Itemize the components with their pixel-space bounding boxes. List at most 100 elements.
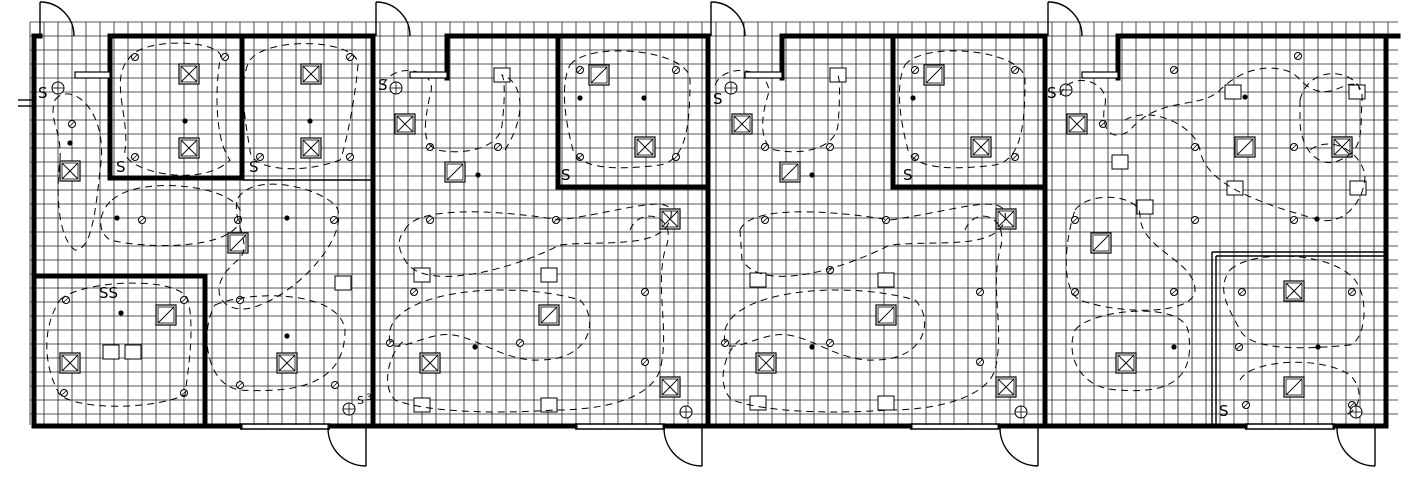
door-swing-icon xyxy=(1047,1,1083,37)
circuit-path xyxy=(398,203,672,277)
troffer-light-x-icon xyxy=(634,136,656,158)
downlight-dot-icon xyxy=(577,95,583,101)
wall-sconce-circle-icon xyxy=(60,389,68,397)
exit-light-icon xyxy=(877,395,895,411)
switch-label: S xyxy=(903,166,913,184)
wall-sconce-circle-icon xyxy=(976,358,984,366)
circuit-path xyxy=(1065,196,1196,311)
downlight-dot-icon xyxy=(910,95,916,101)
downlight-dot-icon xyxy=(1242,94,1248,100)
circuit-path xyxy=(52,93,103,251)
emergency-light-icon xyxy=(1014,405,1028,419)
switch-label: S xyxy=(378,76,388,94)
downlight-dot-icon xyxy=(114,215,120,221)
wall-sconce-circle-icon xyxy=(1348,288,1356,296)
circuit-path xyxy=(722,215,1003,413)
circuit-path xyxy=(563,50,691,169)
door-swing-icon xyxy=(999,427,1039,467)
wall-sconce-circle-icon xyxy=(346,53,354,61)
wall-sconce-circle-icon xyxy=(882,216,890,224)
door-threshold xyxy=(409,71,448,79)
exit-light-icon xyxy=(877,272,895,288)
troffer-light-x-icon xyxy=(1066,113,1088,135)
exit-light-icon xyxy=(749,272,767,288)
door-swing-icon xyxy=(1336,427,1376,467)
wall-sconce-circle-icon xyxy=(1071,216,1079,224)
switch-label: S xyxy=(713,90,723,108)
circuit-path xyxy=(898,50,1026,169)
wall-sconce-circle-icon xyxy=(641,288,649,296)
wall-sconce-circle-icon xyxy=(138,216,146,224)
door-swing-icon xyxy=(710,1,746,37)
ceiling-grid xyxy=(29,21,1398,425)
wall-sconce-circle-icon xyxy=(1170,66,1178,74)
exit-light-icon xyxy=(334,275,352,291)
emergency-light-icon xyxy=(724,81,738,95)
wall-sconce-circle-icon xyxy=(221,53,229,61)
downlight-dot-icon xyxy=(182,118,188,124)
exit-light-icon xyxy=(413,267,431,283)
wall-sconce-circle-icon xyxy=(1170,288,1178,296)
troffer-light-x-icon xyxy=(300,63,322,85)
troffer-light-x-icon xyxy=(659,208,681,230)
wall-sconce-circle-icon xyxy=(426,216,434,224)
door-swing-icon xyxy=(375,1,411,37)
troffer-light-diagonal-icon xyxy=(538,304,560,326)
exit-light-icon xyxy=(102,344,120,360)
circuit-path xyxy=(714,70,840,153)
downlight-dot-icon xyxy=(641,95,647,101)
exit-light-icon xyxy=(1136,199,1154,215)
switch-label: S xyxy=(249,158,259,176)
walls xyxy=(18,33,1401,430)
switch-label: S xyxy=(561,166,571,184)
troffer-light-diagonal-icon xyxy=(779,161,801,183)
wall-sconce-circle-icon xyxy=(180,296,188,304)
troffer-light-diagonal-icon xyxy=(1283,376,1305,398)
exit-light-icon xyxy=(540,267,558,283)
wall-sconce-circle-icon xyxy=(826,143,834,151)
wall-sconce-circle-icon xyxy=(976,288,984,296)
troffer-light-x-icon xyxy=(970,136,992,158)
switch-labels: S S S S S SS S S S S S 3 xyxy=(38,76,1229,420)
wall-sconce-circle-icon xyxy=(1238,288,1246,296)
circuit-path xyxy=(387,215,669,413)
wall-sconce-circle-icon xyxy=(62,296,70,304)
wall-sconce-circle-icon xyxy=(331,381,339,389)
downlight-dot-icon xyxy=(809,344,815,350)
wall-sconce-circle-icon xyxy=(1235,343,1243,351)
wall-sconce-circle-icon xyxy=(641,358,649,366)
wall-sconce-circle-icon xyxy=(68,120,76,128)
wall-sconce-circle-icon xyxy=(761,143,769,151)
downlight-dot-icon xyxy=(809,172,815,178)
wall-sconce-circle-icon xyxy=(576,66,584,74)
exit-light-icon xyxy=(540,397,558,413)
wall-sconce-circle-icon xyxy=(1191,216,1199,224)
wall-sconce-circle-icon xyxy=(516,339,524,347)
door-swing-icon xyxy=(39,1,75,37)
circuit-path xyxy=(46,282,192,407)
troffer-light-diagonal-icon xyxy=(155,304,177,326)
troffer-light-x-icon xyxy=(731,113,753,135)
circuit-path xyxy=(382,70,521,153)
troffer-light-x-icon xyxy=(394,113,416,135)
switch-label: S xyxy=(38,84,48,102)
downlight-dot-icon xyxy=(472,344,478,350)
door-threshold xyxy=(744,71,783,79)
troffer-light-x-icon xyxy=(178,137,200,159)
troffer-light-x-icon xyxy=(995,208,1017,230)
wall-sconce-circle-icon xyxy=(1290,143,1298,151)
downlight-dot-icon xyxy=(307,118,313,124)
emergency-light-icon xyxy=(679,405,693,419)
switch-label: S xyxy=(1219,402,1229,420)
troffer-light-diagonal-icon xyxy=(875,304,897,326)
troffer-light-diagonal-icon xyxy=(588,64,610,86)
exit-light-icon xyxy=(1348,84,1366,100)
circuit-path xyxy=(723,289,925,361)
door-swing-icon xyxy=(327,427,367,467)
wall-sconce-circle-icon xyxy=(576,153,584,161)
wall-sconce-circle-icon xyxy=(672,153,680,161)
wall-sconce-circle-icon xyxy=(131,153,139,161)
downlight-dot-icon xyxy=(284,215,290,221)
light-fixtures xyxy=(51,52,1367,419)
